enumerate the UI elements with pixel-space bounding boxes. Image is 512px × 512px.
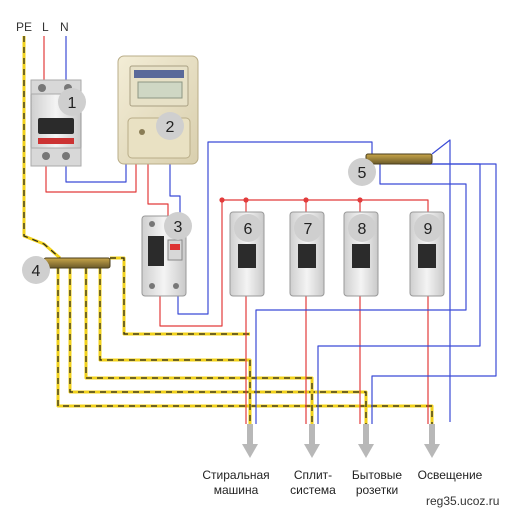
- badge-number: 3: [174, 219, 183, 236]
- phase-wire-bus: [159, 199, 429, 327]
- phase-junction-0: [219, 197, 225, 203]
- electric-meter: [117, 55, 199, 165]
- pe-wire-washer-dash: [99, 268, 251, 424]
- badge-4: [22, 256, 50, 284]
- output-label-line2: розетки: [355, 483, 399, 497]
- output-label-lighting: Освещение: [408, 468, 492, 483]
- badge-number: 2: [166, 119, 175, 136]
- pe-wire-group: [22, 36, 434, 424]
- pe-wire-sockets: [68, 268, 368, 424]
- down-arrow-icon-shaft-2: [363, 424, 369, 448]
- neutral-wire-to-meter: [65, 160, 127, 183]
- wire-label-pe: PE: [16, 20, 33, 34]
- phase-wire-to-meter: [45, 160, 137, 193]
- badge-9: [414, 214, 442, 242]
- phase-junction-3: [357, 197, 363, 203]
- wire-label-n: N: [60, 20, 69, 34]
- phase-wire-to-rcd: [147, 160, 169, 218]
- neutral-busbar: [365, 153, 433, 165]
- output-label-washer: Стиральная машина: [196, 468, 276, 498]
- output-label-line1: Сплит-: [293, 468, 333, 482]
- badge-number: 7: [304, 221, 313, 238]
- source-credit: reg35.ucoz.ru: [426, 494, 500, 508]
- badge-5: [348, 158, 376, 186]
- pe-wire-lighting-dash: [57, 268, 433, 424]
- badge-number: 8: [358, 221, 367, 238]
- number-badges: 1 2 3 4 5 6 7 8 9: [22, 88, 442, 284]
- output-label-sockets: Бытовые розетки: [344, 468, 410, 498]
- output-label-line2: система: [290, 483, 336, 497]
- neutral-wire-to-rcd: [169, 160, 181, 218]
- down-arrow-icon-shaft-3: [429, 424, 435, 448]
- output-label-line1: Освещение: [417, 468, 483, 482]
- badge-number: 1: [68, 95, 77, 112]
- neutral-out-split: [317, 163, 481, 424]
- output-arrows: [242, 424, 440, 458]
- phase-junction-2: [303, 197, 309, 203]
- badge-2: [156, 112, 184, 140]
- pe-wire-split-dash: [85, 268, 313, 424]
- badge-1: [58, 88, 86, 116]
- neutral-wire-group: [65, 36, 497, 424]
- neutral-wire-to-bus: [177, 141, 373, 315]
- down-arrow-icon-shaft-0: [247, 424, 253, 448]
- neutral-out-washer: [255, 164, 467, 424]
- output-label-split: Сплит- система: [278, 468, 348, 498]
- down-arrow-icon-shaft-1: [309, 424, 315, 448]
- output-label-line2: машина: [213, 483, 259, 497]
- badge-6: [234, 214, 262, 242]
- output-label-line1: Бытовые: [351, 468, 403, 482]
- pe-wire-aux: [110, 256, 250, 336]
- pe-busbar: [43, 257, 111, 269]
- down-arrow-icon-1: [304, 444, 320, 458]
- phase-wire-group: [43, 36, 429, 424]
- badge-number: 4: [32, 263, 41, 280]
- down-arrow-icon-0: [242, 444, 258, 458]
- badge-7: [294, 214, 322, 242]
- wire-label-l: L: [42, 20, 49, 34]
- badge-number: 5: [358, 165, 367, 182]
- phase-junction-1: [243, 197, 249, 203]
- output-label-line1: Стиральная: [202, 468, 270, 482]
- pe-wire-split: [84, 268, 314, 424]
- badge-8: [348, 214, 376, 242]
- neutral-out-lighting: [431, 139, 451, 422]
- badge-3: [164, 212, 192, 240]
- badge-number: 9: [424, 221, 433, 238]
- badge-number: 6: [244, 221, 253, 238]
- pe-wire-main-dash: [23, 36, 61, 259]
- down-arrow-icon-2: [358, 444, 374, 458]
- down-arrow-icon-3: [424, 444, 440, 458]
